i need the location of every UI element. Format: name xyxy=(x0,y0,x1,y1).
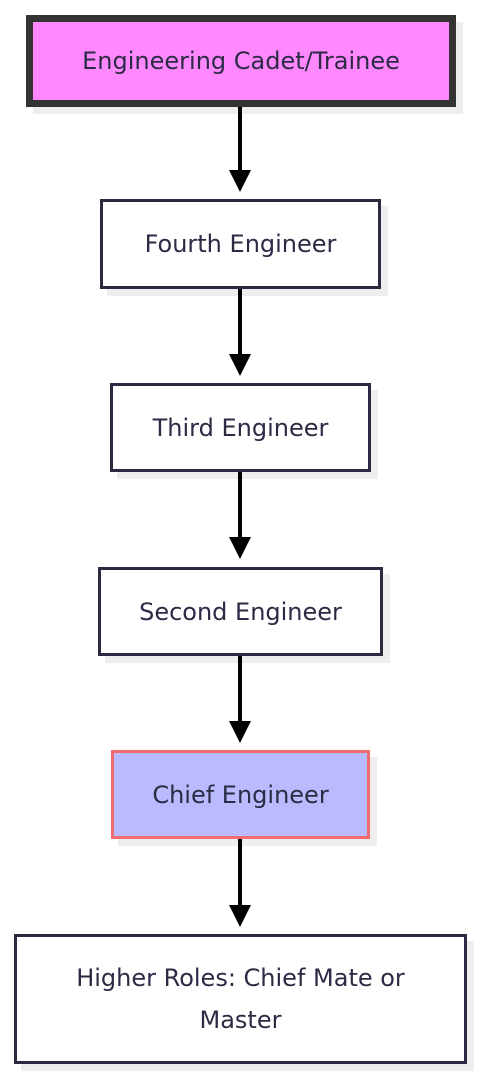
arrowhead-down-icon xyxy=(229,905,251,927)
arrowhead-down-icon xyxy=(229,537,251,559)
node-label: Fourth Engineer xyxy=(144,230,337,258)
arrowhead-down-icon xyxy=(229,170,251,192)
node-fourth-engineer: Fourth Engineer xyxy=(100,199,381,289)
node-label: Higher Roles: Chief Mate or Master xyxy=(76,964,405,1034)
node-second-engineer: Second Engineer xyxy=(98,567,383,656)
node-third-engineer: Third Engineer xyxy=(110,383,371,472)
edge-second-to-chief xyxy=(238,656,242,722)
node-label: Engineering Cadet/Trainee xyxy=(82,47,400,75)
edge-chief-to-higher-roles xyxy=(238,839,242,906)
node-chief-engineer: Chief Engineer xyxy=(111,750,370,839)
edge-third-to-second xyxy=(238,472,242,538)
node-engineering-cadet-trainee: Engineering Cadet/Trainee xyxy=(26,15,456,107)
arrowhead-down-icon xyxy=(229,354,251,376)
node-label: Third Engineer xyxy=(152,413,329,442)
node-higher-roles: Higher Roles: Chief Mate or Master xyxy=(14,934,467,1064)
node-label: Second Engineer xyxy=(139,597,342,626)
arrowhead-down-icon xyxy=(229,721,251,743)
edge-fourth-to-third xyxy=(238,289,242,355)
edge-cadet-to-fourth xyxy=(238,107,242,171)
node-label: Chief Engineer xyxy=(152,780,329,809)
